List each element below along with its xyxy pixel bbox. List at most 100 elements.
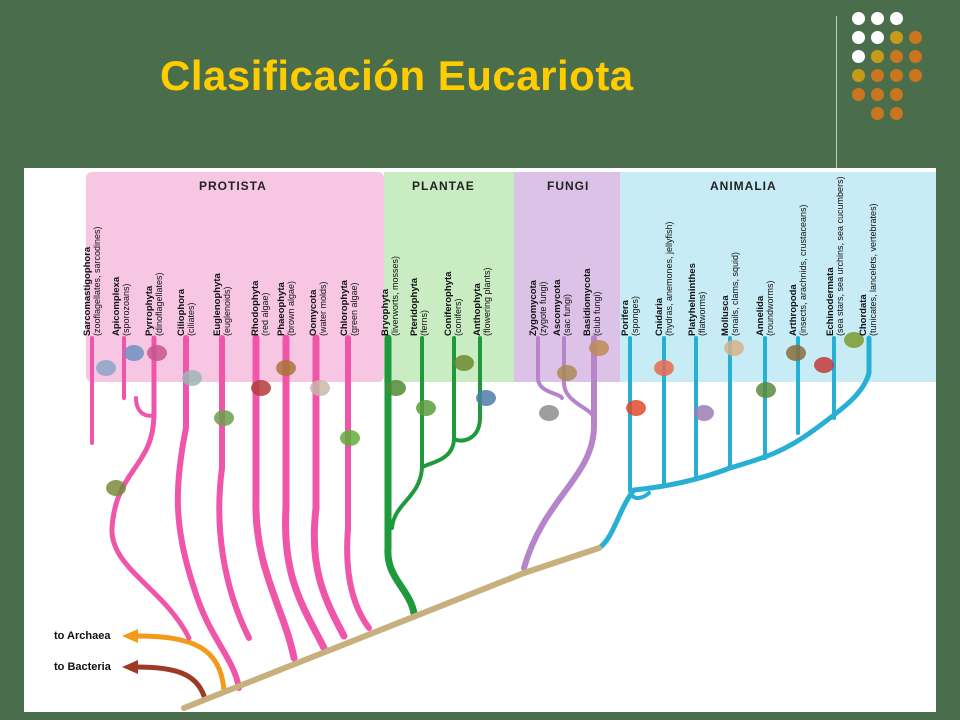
title-divider-line xyxy=(836,16,837,168)
decorative-dot xyxy=(871,31,884,44)
phylum-name: Euglenophyta xyxy=(212,272,223,336)
phylum-examples: (sponges) xyxy=(630,296,640,336)
phylum-name: Echinodermata xyxy=(825,267,836,336)
phylum-name: Anthophyta xyxy=(472,283,483,336)
root-label-bacteria: to Bacteria xyxy=(54,661,112,673)
phylum-examples: (ferns) xyxy=(419,310,429,336)
bacteria-arrowhead xyxy=(122,660,138,674)
group-label-protista: PROTISTA xyxy=(199,179,267,193)
branch-basidiomycota xyxy=(521,335,597,571)
decorative-dot xyxy=(871,50,884,63)
tree-svg: PROTISTA PLANTAE FUNGI ANIMALIA Sarcomas… xyxy=(54,172,936,711)
organism-illustrations xyxy=(96,332,864,496)
phylum-examples: (green algae) xyxy=(349,282,359,336)
phylum-name: Sarcomastigophora xyxy=(82,246,93,336)
decorative-dot xyxy=(871,88,884,101)
main-trunk xyxy=(181,545,602,711)
group-label-fungi: FUNGI xyxy=(547,179,589,193)
organism-club-fungus xyxy=(589,340,609,356)
decorative-dot xyxy=(890,69,903,82)
organism-euglena xyxy=(214,410,234,426)
branch-chordata-backbone xyxy=(596,335,872,551)
slide-title: Clasificación Eucariota xyxy=(160,52,634,99)
decorative-dot xyxy=(909,69,922,82)
group-label-plantae: PLANTAE xyxy=(412,179,475,193)
decorative-dot xyxy=(852,69,865,82)
organism-conifer xyxy=(454,355,474,371)
phylum-name: Porifera xyxy=(620,299,631,336)
organism-annelid xyxy=(756,382,776,398)
decorative-dot xyxy=(890,12,903,25)
decorative-dot xyxy=(890,31,903,44)
phylum-examples: (club fungi) xyxy=(592,291,602,336)
organism-clam xyxy=(724,340,744,356)
plantae-band xyxy=(384,172,514,382)
branch-ciliophora xyxy=(174,335,242,691)
decorative-dot xyxy=(909,50,922,63)
organism-dinoflagellate xyxy=(147,345,167,361)
phylum-name: Bryophyta xyxy=(380,288,391,336)
decorative-dot xyxy=(871,12,884,25)
organism-zygote-fungus xyxy=(539,405,559,421)
branch-euglenophyta xyxy=(216,335,252,641)
organism-sac-fungus xyxy=(557,365,577,381)
group-label-animalia: ANIMALIA xyxy=(710,179,777,193)
decorative-dot xyxy=(852,31,865,44)
phylum-name: Pyrrophyta xyxy=(144,285,155,336)
branch-ascomycota-join xyxy=(562,381,596,420)
branch-apicomplexa-join xyxy=(134,396,156,418)
branch-rhodophyta xyxy=(252,334,298,662)
archaea-arrowhead xyxy=(122,629,138,643)
organism-flagellate xyxy=(106,480,126,496)
phylum-labels: Sarcomastigophora(zooflagellates, sarcod… xyxy=(82,176,878,336)
organism-brown-alga xyxy=(276,360,296,376)
bacteria-branch xyxy=(133,664,207,699)
organism-apicomplexan xyxy=(124,345,144,361)
phylum-examples: (sea stars, sea urchins, sea cucumbers) xyxy=(835,176,845,336)
phylum-name: Phaeophyta xyxy=(276,281,287,336)
decorative-dot xyxy=(909,31,922,44)
decorative-dot-grid xyxy=(852,12,952,162)
organism-sarcodine xyxy=(96,360,116,376)
organism-anemone xyxy=(654,360,674,376)
branch-anthophyta xyxy=(452,336,482,443)
phylum-examples: (liverworts, mosses) xyxy=(390,256,400,336)
animalia-band xyxy=(620,172,936,382)
phylum-examples: (conifers) xyxy=(453,298,463,336)
phylum-examples: (flatworms) xyxy=(697,291,707,336)
decorative-dot xyxy=(852,12,865,25)
organism-red-alga xyxy=(251,380,271,396)
branch-oomycota xyxy=(310,334,348,640)
phylum-examples: (ciliates) xyxy=(186,302,196,336)
root-label-archaea: to Archaea xyxy=(54,630,111,642)
phylum-name: Ciliophora xyxy=(176,288,187,336)
archaea-branch xyxy=(133,633,227,693)
phylum-examples: (tunicates, lancelets, vertebrates) xyxy=(868,203,878,336)
organism-sea-star xyxy=(814,357,834,373)
phylum-name: Chordata xyxy=(858,294,869,336)
organism-flatworm xyxy=(694,405,714,421)
organism-flowering-plant xyxy=(476,390,496,406)
phylum-examples: (euglenoids) xyxy=(222,286,232,336)
phylum-examples: (red algae) xyxy=(260,292,270,336)
phylum-examples: (flowering plants) xyxy=(482,267,492,336)
phylum-name: Oomycota xyxy=(308,289,319,336)
decorative-dot xyxy=(852,88,865,101)
organism-green-alga xyxy=(340,430,360,446)
branch-bryophyta xyxy=(384,334,418,617)
organism-fern xyxy=(416,400,436,416)
phylum-name: Apicomplexa xyxy=(111,276,122,336)
phylum-name: Basidiomycota xyxy=(582,268,593,336)
organism-sponge xyxy=(626,400,646,416)
branch-chlorophyta xyxy=(344,335,372,631)
phylum-name: Zygomycota xyxy=(528,279,539,336)
phylum-name: Rhodophyta xyxy=(250,280,261,336)
phylum-name: Annelida xyxy=(755,295,766,336)
phylum-examples: (sac fungi) xyxy=(562,294,572,336)
phylogenetic-tree-figure: PROTISTA PLANTAE FUNGI ANIMALIA Sarcomas… xyxy=(24,168,936,712)
phylum-examples: (roundworms) xyxy=(765,280,775,336)
protista-band xyxy=(86,172,384,382)
phylum-name: Pteridophyta xyxy=(409,277,420,336)
branch-phaeophyta xyxy=(282,334,328,652)
phylum-examples: (snails, clams, squid) xyxy=(730,252,740,336)
